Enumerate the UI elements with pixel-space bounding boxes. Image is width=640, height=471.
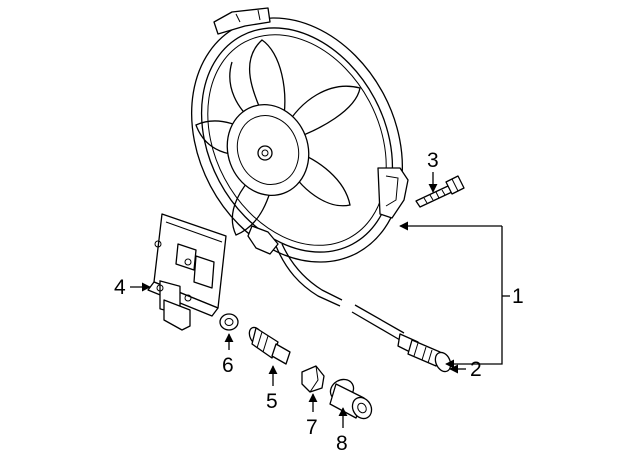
- fan-connector-tab: [247, 225, 279, 255]
- callout-3: 3: [427, 149, 439, 172]
- callout-8: 8: [336, 432, 348, 455]
- fan-side-bracket: [377, 167, 409, 219]
- fan-wire-upper: [275, 245, 341, 307]
- callout-4: 4: [114, 276, 126, 299]
- part-5-switch: [248, 326, 291, 365]
- callout-5: 5: [266, 390, 278, 413]
- part-8-switch: [329, 378, 373, 420]
- cooling-fan-assembly: [191, 7, 419, 355]
- part-4-bracket: [147, 213, 227, 331]
- fan-hub-nut: [257, 145, 273, 161]
- part-2-sensor: [407, 339, 452, 373]
- part-3-bolt: [415, 175, 465, 208]
- callout-7: 7: [306, 416, 318, 439]
- callout-1: 1: [512, 285, 524, 308]
- callout-2: 2: [470, 358, 482, 381]
- fan-wire-lower: [351, 311, 401, 341]
- part-7-clip: [301, 365, 325, 393]
- callout-6: 6: [222, 354, 234, 377]
- part-6-washer: [219, 313, 239, 331]
- fan-top-tab: [213, 7, 271, 35]
- callout-leaders: [130, 172, 510, 428]
